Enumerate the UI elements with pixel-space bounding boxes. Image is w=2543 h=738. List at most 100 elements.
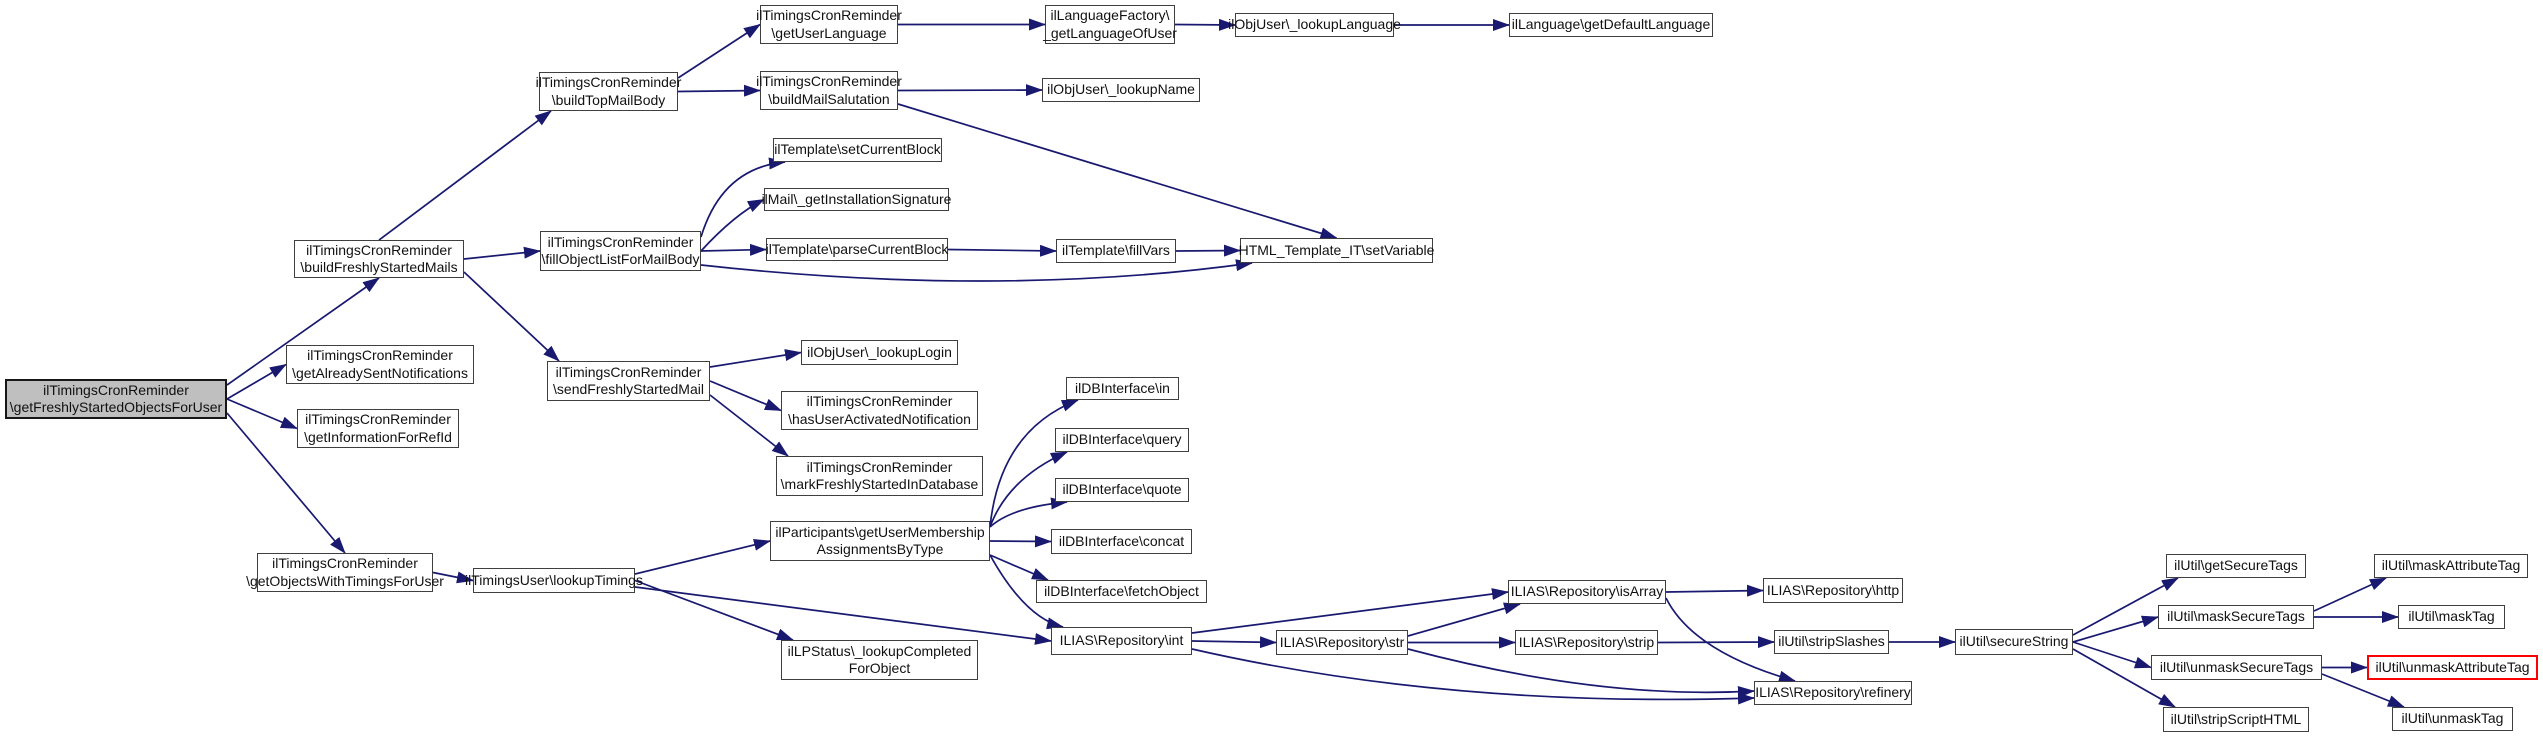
edge-getUserMembershipAssignmentsByType-to-repoInt — [989, 554, 1064, 630]
node-fillVars[interactable]: ilTemplate\fillVars — [1056, 239, 1176, 263]
node-getLanguageOfUser[interactable]: ilLanguageFactory\_getLanguageOfUser — [1043, 5, 1177, 44]
node-label: ilDBInterface\query — [1062, 431, 1182, 448]
edge-fillObjectListForMailBody-to-parseCurrentBlock — [700, 243, 767, 256]
node-dbQuote[interactable]: ilDBInterface\quote — [1055, 478, 1189, 502]
node-maskSecureTags[interactable]: ilUtil\maskSecureTags — [2158, 605, 2314, 629]
edge-getFreshlyStartedObjectsForUser-to-getObjectsWithTimingsForUser — [226, 412, 346, 554]
edge-secureString-to-unmaskSecureTags — [2072, 641, 2152, 669]
edge-parseCurrentBlock-to-fillVars — [947, 244, 1057, 257]
node-getInstallationSignature[interactable]: ilMail\_getInstallationSignature — [762, 188, 951, 211]
node-markFreshlyStartedInDatabase[interactable]: ilTimingsCronReminder\markFreshlyStarted… — [776, 456, 983, 496]
node-label: ilTemplate\setCurrentBlock — [774, 141, 941, 158]
node-label: \getInformationForRefId — [304, 428, 452, 445]
node-label: ilDBInterface\quote — [1062, 481, 1182, 498]
node-label: ilTimingsCronReminder — [555, 363, 702, 380]
node-getInformationForRefId[interactable]: ilTimingsCronReminder\getInformationForR… — [297, 409, 459, 448]
node-secureString[interactable]: ilUtil\secureString — [1955, 629, 2073, 655]
node-label: ilTimingsCronReminder — [43, 381, 189, 398]
edge-fillObjectListForMailBody-to-setVariable — [700, 259, 1253, 282]
node-lookupTimings[interactable]: ilTimingsUser\lookupTimings — [465, 568, 643, 593]
node-label: ilTemplate\fillVars — [1062, 242, 1170, 259]
node-dbIn[interactable]: ilDBInterface\in — [1066, 377, 1179, 400]
node-lookupLanguage[interactable]: ilObjUser\_lookupLanguage — [1228, 13, 1401, 37]
node-label: \hasUserActivatedNotification — [788, 410, 971, 427]
node-label: ILIAS\Repository\refinery — [1755, 684, 1911, 701]
node-stripSlashes[interactable]: ilUtil\stripSlashes — [1774, 630, 1889, 654]
node-unmaskAttributeTag[interactable]: ilUtil\unmaskAttributeTag — [2367, 655, 2538, 680]
node-refinery[interactable]: ILIAS\Repository\refinery — [1754, 681, 1912, 705]
node-label: ilUtil\unmaskSecureTags — [2159, 658, 2314, 675]
node-maskAttributeTag[interactable]: ilUtil\maskAttributeTag — [2374, 554, 2528, 578]
edge-strip-to-stripSlashes — [1657, 636, 1775, 649]
node-setVariable[interactable]: HTML_Template_IT\setVariable — [1239, 238, 1434, 263]
node-strip[interactable]: ILIAS\Repository\strip — [1515, 630, 1658, 655]
edge-getUserMembershipAssignmentsByType-to-dbFetchObject — [989, 554, 1049, 581]
node-getDefaultLanguage[interactable]: ilLanguage\getDefaultLanguage — [1509, 13, 1713, 37]
edge-unmaskSecureTags-to-unmaskTag — [2321, 673, 2405, 708]
node-label: ILIAS\Repository\str — [1279, 633, 1405, 650]
edge-buildMailSalutation-to-setVariable — [897, 103, 1338, 240]
node-getSecureTags[interactable]: ilUtil\getSecureTags — [2166, 554, 2306, 578]
node-label: ilTimingsCronReminder — [756, 7, 902, 23]
edge-getObjectsWithTimingsForUser-to-lookupTimings — [432, 571, 474, 584]
node-lookupName[interactable]: ilObjUser\_lookupName — [1042, 78, 1200, 102]
edge-fillObjectListForMailBody-to-getInstallationSignature — [700, 198, 765, 252]
node-label: \getObjectsWithTimingsForUser — [246, 572, 444, 589]
node-getFreshlyStartedObjectsForUser[interactable]: ilTimingsCronReminder\getFreshlyStartedO… — [5, 379, 227, 419]
edge-isArray-to-refinery — [1665, 597, 1796, 683]
edge-sendFreshlyStartedMail-to-lookupLogin — [709, 349, 802, 368]
node-label: ilLanguage\getDefaultLanguage — [1511, 16, 1711, 33]
node-dbConcat[interactable]: ilDBInterface\concat — [1051, 529, 1192, 554]
edge-buildTopMailBody-to-buildMailSalutation — [677, 84, 761, 97]
edge-repoInt-to-repoStr — [1191, 636, 1277, 649]
edge-repoStr-to-refinery — [1407, 648, 1755, 698]
node-setCurrentBlock[interactable]: ilTemplate\setCurrentBlock — [773, 138, 942, 162]
node-isArray[interactable]: ILIAS\Repository\isArray — [1508, 580, 1666, 604]
node-label: \buildFreshlyStartedMails — [300, 259, 458, 275]
edge-buildFreshlyStartedMails-to-buildTopMailBody — [378, 110, 552, 241]
node-repoInt[interactable]: ILIAS\Repository\int — [1051, 627, 1192, 655]
node-repoStr[interactable]: ILIAS\Repository\str — [1276, 630, 1408, 655]
node-label: ilUtil\unmaskAttributeTag — [2375, 658, 2530, 675]
node-label: \markFreshlyStartedInDatabase — [780, 476, 979, 492]
node-label: ilLanguageFactory\ — [1050, 7, 1170, 23]
node-dbQuery[interactable]: ilDBInterface\query — [1055, 428, 1189, 452]
node-maskTag[interactable]: ilUtil\maskTag — [2398, 605, 2505, 629]
node-getAlreadySentNotifications[interactable]: ilTimingsCronReminder\getAlreadySentNoti… — [286, 345, 474, 384]
node-lookupLogin[interactable]: ilObjUser\_lookupLogin — [801, 340, 958, 365]
edge-getUserMembershipAssignmentsByType-to-dbIn — [989, 399, 1079, 528]
node-getUserLanguage[interactable]: ilTimingsCronReminder\getUserLanguage — [756, 5, 902, 44]
node-label: ilObjUser\_lookupLogin — [807, 343, 952, 360]
node-unmaskTag[interactable]: ilUtil\unmaskTag — [2392, 707, 2513, 731]
edge-secureString-to-getSecureTags — [2072, 577, 2179, 636]
node-fillObjectListForMailBody[interactable]: ilTimingsCronReminder\fillObjectListForM… — [540, 231, 701, 271]
node-label: ilObjUser\_lookupName — [1047, 81, 1195, 98]
node-unmaskSecureTags[interactable]: ilUtil\unmaskSecureTags — [2151, 655, 2322, 680]
node-hasUserActivatedNotification[interactable]: ilTimingsCronReminder\hasUserActivatedNo… — [781, 391, 978, 430]
node-sendFreshlyStartedMail[interactable]: ilTimingsCronReminder\sendFreshlyStarted… — [547, 361, 710, 401]
node-label: ilObjUser\_lookupLanguage — [1228, 16, 1401, 33]
edge-repoInt-to-isArray — [1191, 588, 1509, 634]
node-label: ilUtil\stripSlashes — [1778, 633, 1885, 650]
node-getObjectsWithTimingsForUser[interactable]: ilTimingsCronReminder\getObjectsWithTimi… — [246, 553, 444, 592]
node-dbFetchObject[interactable]: ilDBInterface\fetchObject — [1036, 580, 1207, 603]
node-buildTopMailBody[interactable]: ilTimingsCronReminder\buildTopMailBody — [536, 72, 681, 111]
node-stripScriptHTML[interactable]: ilUtil\stripScriptHTML — [2163, 707, 2309, 732]
edge-getFreshlyStartedObjectsForUser-to-getInformationForRefId — [226, 398, 298, 430]
node-http[interactable]: ILIAS\Repository\http — [1763, 578, 1903, 603]
node-label: ILIAS\Repository\isArray — [1510, 583, 1664, 600]
node-label: ilUtil\maskSecureTags — [2167, 608, 2305, 625]
node-label: AssignmentsByType — [816, 541, 944, 557]
node-buildMailSalutation[interactable]: ilTimingsCronReminder\buildMailSalutatio… — [756, 71, 902, 110]
node-label: ilUtil\maskTag — [2408, 608, 2495, 625]
node-label: ilParticipants\getUserMembership — [775, 523, 985, 540]
node-parseCurrentBlock[interactable]: ilTemplate\parseCurrentBlock — [766, 238, 948, 261]
edge-lookupTimings-to-getUserMembershipAssignmentsByType — [634, 538, 771, 575]
node-buildFreshlyStartedMails[interactable]: ilTimingsCronReminder\buildFreshlyStarte… — [294, 240, 464, 278]
edge-getLanguageOfUser-to-lookupLanguage — [1174, 18, 1236, 31]
edge-getFreshlyStartedObjectsForUser-to-buildFreshlyStartedMails — [226, 277, 380, 386]
node-label: ilUtil\maskAttributeTag — [2381, 557, 2521, 574]
